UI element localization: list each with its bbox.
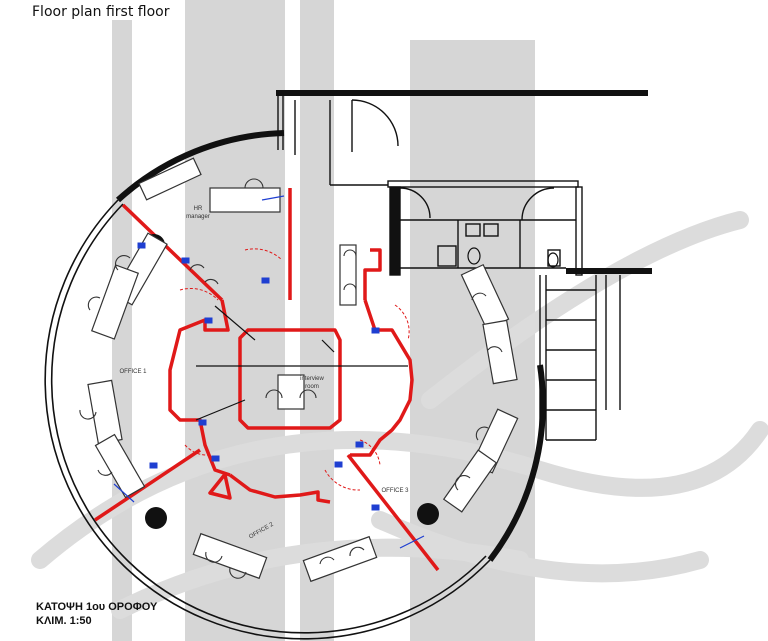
service-block <box>277 93 621 441</box>
desk-icon <box>87 157 519 583</box>
label-office-1: OFFICE 1 <box>119 369 147 375</box>
interior-lines <box>195 305 408 421</box>
watermark-strokes <box>31 211 768 619</box>
label-hr-sub: manager <box>186 214 210 220</box>
marker-icons <box>113 195 425 549</box>
drawing-caption: ΚΑΤΟΨΗ 1ου ΟΡΟΦΟΥ ΚΛΙΜ. 1:50 <box>36 600 157 628</box>
label-hr: HR <box>194 206 203 212</box>
label-interview-sub: room <box>305 384 319 390</box>
page-title: Floor plan first floor <box>32 4 170 20</box>
wc-icon <box>467 247 559 268</box>
caption-scale: ΚΛΙΜ. 1:50 <box>36 615 92 627</box>
door-swing-icon <box>179 248 410 491</box>
caption-title: ΚΑΤΟΨΗ 1ου ΟΡΟΦΟΥ <box>36 601 158 613</box>
label-interview: interview <box>300 376 324 382</box>
label-office-3: OFFICE 3 <box>381 488 409 494</box>
chair-icon <box>79 178 503 579</box>
exterior-walls <box>115 90 652 562</box>
building-outline <box>44 199 491 640</box>
red-partitions <box>94 188 440 572</box>
